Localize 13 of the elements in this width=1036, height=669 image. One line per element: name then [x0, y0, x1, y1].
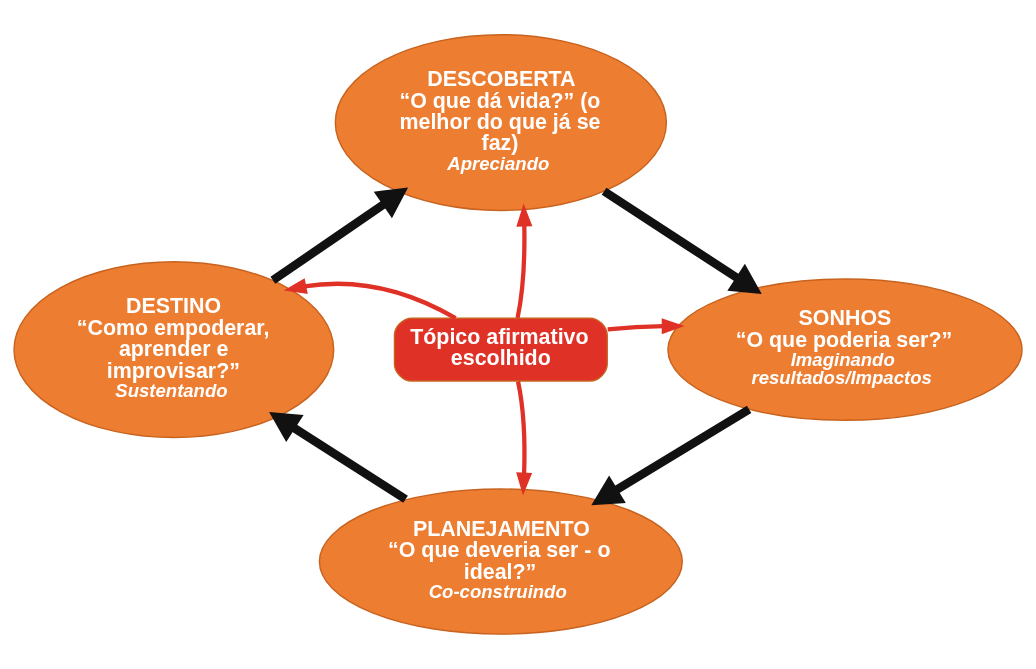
arrow: [515, 381, 533, 496]
arrow: [515, 203, 533, 319]
node-ellipse: PLANEJAMENTO “O que deveria ser - o ideal?” Co-construindo: [318, 488, 683, 635]
node-ellipse: DESCOBERTA “O que dá vida?” (o melhor do que já se faz) Apreciando: [334, 33, 668, 212]
arrow: [283, 278, 457, 321]
arrow: [591, 405, 752, 506]
arrow: [270, 187, 409, 284]
arrow: [269, 412, 408, 503]
node-box: Tópico afirmativo escolhido: [393, 317, 608, 382]
arrow: [601, 187, 762, 294]
arrow: [607, 318, 685, 335]
node-ellipse: SONHOS “O que poderia ser?” Imaginando resultados/Impactos: [667, 278, 1023, 422]
node-ellipse: DESTINO “Como empoderar, aprender e improvisar?” Sustentando: [13, 261, 335, 439]
